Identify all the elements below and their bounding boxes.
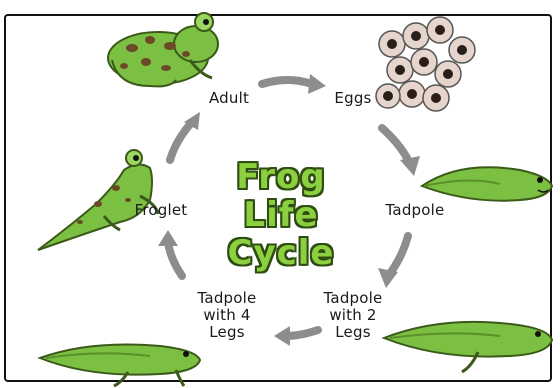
- label-froglet: Froglet: [126, 202, 196, 219]
- label-tadpole-with-2-legs: Tadpole with 2 Legs: [318, 290, 388, 341]
- arrow-eggs-to-tadpole: [382, 128, 410, 164]
- title-line-cycle: Cycle: [206, 236, 356, 270]
- label-froglet-text: Froglet: [135, 201, 188, 219]
- label-adult-text: Adult: [209, 89, 249, 107]
- diagram-title: Frog Life Cycle: [206, 160, 356, 272]
- arrow-adult-to-eggs: [262, 80, 312, 84]
- arrowhead-adult-to-eggs: [308, 74, 326, 94]
- label-eggs: Eggs: [328, 90, 378, 107]
- label-tadpole-2-legs-line3: Legs: [318, 324, 388, 341]
- arrow-tadpole-4-legs-to-froglet: [168, 242, 182, 276]
- title-line-life: Life: [206, 198, 356, 232]
- label-tadpole-4-legs-line3: Legs: [192, 324, 262, 341]
- label-tadpole: Tadpole: [380, 202, 450, 219]
- tadpole-illustration: [422, 167, 552, 201]
- label-tadpole-2-legs-line2: with 2: [318, 307, 388, 324]
- label-eggs-text: Eggs: [334, 89, 371, 107]
- arrowhead-tadpole-2-legs-to-tadpole-4-legs: [274, 326, 290, 346]
- label-tadpole-with-4-legs: Tadpole with 4 Legs: [192, 290, 262, 341]
- arrow-tadpole-to-tadpole-2-legs: [388, 236, 408, 276]
- adult-frog-illustration: [108, 13, 218, 86]
- tadpole-with-2-legs-illustration: [384, 322, 552, 372]
- label-tadpole-4-legs-line2: with 4: [192, 307, 262, 324]
- label-tadpole-text: Tadpole: [386, 201, 445, 219]
- tadpole-with-4-legs-illustration: [40, 345, 200, 387]
- eggs-illustration: [376, 17, 475, 111]
- title-line-frog: Frog: [206, 160, 356, 194]
- label-tadpole-2-legs-line1: Tadpole: [318, 290, 388, 307]
- arrow-tadpole-2-legs-to-tadpole-4-legs: [286, 330, 318, 336]
- label-adult: Adult: [202, 90, 256, 107]
- arrowhead-tadpole-4-legs-to-froglet: [158, 230, 178, 246]
- froglet-illustration: [38, 150, 158, 250]
- arrow-froglet-to-adult: [170, 122, 192, 160]
- label-tadpole-4-legs-line1: Tadpole: [192, 290, 262, 307]
